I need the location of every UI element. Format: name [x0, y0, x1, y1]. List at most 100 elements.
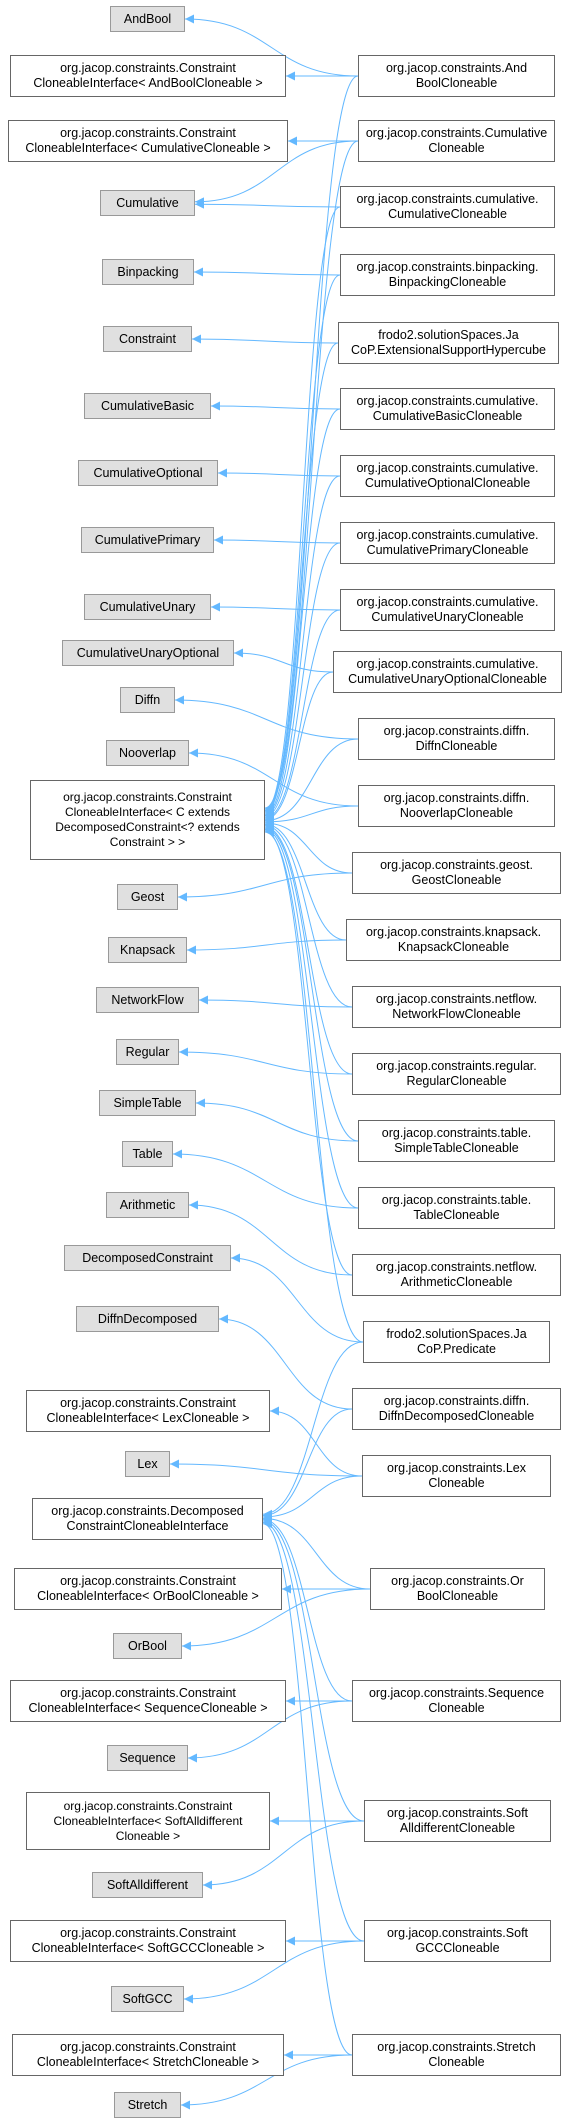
class-node-predicate[interactable]: frodo2.solutionSpaces.Ja CoP.Predicate: [363, 1321, 550, 1363]
class-node-label: org.jacop.constraints.Constraint Cloneab…: [28, 1686, 268, 1715]
class-node-cumulunaryc[interactable]: org.jacop.constraints.cumulative. Cumula…: [340, 589, 555, 631]
class-node-regular[interactable]: Regular: [116, 1039, 179, 1065]
class-node-sequence[interactable]: Sequence: [107, 1745, 188, 1771]
class-node-regularc[interactable]: org.jacop.constraints.regular. RegularCl…: [352, 1053, 561, 1095]
class-node-cumulative[interactable]: Cumulative: [100, 190, 195, 216]
class-node-netflowc[interactable]: org.jacop.constraints.netflow. NetworkFl…: [352, 986, 561, 1028]
class-node-ifsoftall[interactable]: org.jacop.constraints.Constraint Cloneab…: [26, 1792, 270, 1850]
class-node-cumuloptc[interactable]: org.jacop.constraints.cumulative. Cumula…: [340, 455, 555, 497]
class-node-orbool[interactable]: OrBool: [113, 1633, 182, 1659]
class-node-label: DiffnDecomposed: [97, 1311, 198, 1326]
class-node-diffndecompc[interactable]: org.jacop.constraints.diffn. DiffnDecomp…: [352, 1388, 561, 1430]
class-node-label: org.jacop.constraints.Or BoolCloneable: [391, 1574, 524, 1603]
class-node-iforbool[interactable]: org.jacop.constraints.Constraint Cloneab…: [14, 1568, 282, 1610]
class-node-ifsoftgcc[interactable]: org.jacop.constraints.Constraint Cloneab…: [10, 1920, 286, 1962]
class-node-cumulprim[interactable]: CumulativePrimary: [81, 527, 214, 553]
inheritance-edge: [181, 1588, 371, 1651]
class-node-label: org.jacop.constraints.Soft AlldifferentC…: [386, 1806, 529, 1835]
class-node-table[interactable]: Table: [122, 1141, 173, 1167]
class-node-geost[interactable]: Geost: [117, 884, 178, 910]
inheritance-edge: [169, 1459, 363, 1477]
inheritance-edge: [230, 1253, 364, 1343]
class-node-cumulc[interactable]: org.jacop.constraints.Cumulative Cloneab…: [358, 120, 555, 162]
class-node-simpletablec[interactable]: org.jacop.constraints.table. SimpleTable…: [358, 1120, 555, 1162]
class-node-label: Stretch: [127, 2097, 168, 2112]
class-node-ifandbool[interactable]: org.jacop.constraints.Constraint Cloneab…: [10, 55, 286, 97]
class-node-label: CumulativeUnaryOptional: [76, 645, 220, 660]
class-node-iflex[interactable]: org.jacop.constraints.Constraint Cloneab…: [26, 1390, 270, 1432]
class-node-networkflow[interactable]: NetworkFlow: [96, 987, 199, 1013]
class-node-label: CumulativeOptional: [93, 465, 203, 480]
class-node-softgcc[interactable]: SoftGCC: [111, 1986, 184, 2012]
class-node-tablec[interactable]: org.jacop.constraints.table. TableClonea…: [358, 1187, 555, 1229]
class-node-simpletable[interactable]: SimpleTable: [99, 1090, 196, 1116]
inheritance-edge: [262, 1515, 353, 1702]
inheritance-edge: [262, 1518, 365, 1942]
class-node-constraint[interactable]: Constraint: [103, 326, 192, 352]
class-node-diffn[interactable]: Diffn: [120, 687, 175, 713]
class-node-stretchc[interactable]: org.jacop.constraints.Stretch Cloneable: [352, 2034, 561, 2076]
inheritance-edge: [183, 1940, 365, 2004]
class-node-label: Cumulative: [116, 195, 179, 210]
class-node-label: OrBool: [128, 1638, 167, 1653]
class-node-label: NetworkFlow: [111, 992, 184, 1007]
class-node-label: org.jacop.constraints.cumulative. Cumula…: [356, 461, 539, 490]
class-node-decompcons[interactable]: DecomposedConstraint: [64, 1245, 231, 1271]
class-node-ifgeneric[interactable]: org.jacop.constraints.Constraint Cloneab…: [30, 780, 265, 860]
class-node-binpacking[interactable]: Binpacking: [102, 259, 194, 285]
class-node-cumulbasic[interactable]: CumulativeBasic: [84, 393, 211, 419]
inheritance-edge: [264, 825, 359, 1209]
inheritance-edge: [269, 1406, 363, 1477]
class-node-cumulcc[interactable]: org.jacop.constraints.cumulative. Cumula…: [340, 186, 555, 228]
class-node-andboolc[interactable]: org.jacop.constraints.And BoolCloneable: [358, 55, 555, 97]
class-node-nooverlap[interactable]: Nooverlap: [106, 740, 189, 766]
class-node-cumulbasicc[interactable]: org.jacop.constraints.cumulative. Cumula…: [340, 388, 555, 430]
class-node-ifseq[interactable]: org.jacop.constraints.Constraint Cloneab…: [10, 1680, 286, 1722]
class-node-cumulunopt[interactable]: CumulativeUnaryOptional: [62, 640, 234, 666]
class-node-ifstretch[interactable]: org.jacop.constraints.Constraint Cloneab…: [12, 2034, 284, 2076]
class-node-seqc[interactable]: org.jacop.constraints.Sequence Cloneable: [352, 1680, 561, 1722]
class-node-cumulunary[interactable]: CumulativeUnary: [84, 594, 211, 620]
inheritance-edge: [262, 1516, 365, 1822]
class-node-label: frodo2.solutionSpaces.Ja CoP.Extensional…: [350, 328, 547, 357]
class-node-andbool[interactable]: AndBool: [110, 6, 185, 32]
class-node-ifcumul[interactable]: org.jacop.constraints.Constraint Cloneab…: [8, 120, 288, 162]
class-node-cumulprimc[interactable]: org.jacop.constraints.cumulative. Cumula…: [340, 522, 555, 564]
inheritance-edge: [217, 468, 341, 478]
class-node-lex[interactable]: Lex: [125, 1451, 170, 1477]
class-node-exthyper[interactable]: frodo2.solutionSpaces.Ja CoP.Extensional…: [338, 322, 559, 364]
inheritance-edge: [264, 475, 341, 820]
class-node-label: Constraint: [119, 331, 176, 346]
inheritance-edge: [198, 995, 353, 1008]
class-node-diffnc[interactable]: org.jacop.constraints.diffn. DiffnClonea…: [358, 718, 555, 760]
class-node-label: Regular: [125, 1044, 170, 1059]
class-node-knapsack[interactable]: Knapsack: [108, 937, 187, 963]
class-node-knapsackc[interactable]: org.jacop.constraints.knapsack. Knapsack…: [346, 919, 561, 961]
class-node-label: org.jacop.constraints.cumulative. Cumula…: [356, 595, 539, 624]
class-node-orboolc[interactable]: org.jacop.constraints.Or BoolCloneable: [370, 1568, 545, 1610]
class-node-softall[interactable]: SoftAlldifferent: [92, 1872, 203, 1898]
class-node-label: org.jacop.constraints.Constraint Cloneab…: [33, 61, 263, 90]
class-node-geostc[interactable]: org.jacop.constraints.geost. GeostClonea…: [352, 852, 561, 894]
class-node-label: Lex: [137, 1456, 158, 1471]
inheritance-edge: [180, 2054, 353, 2110]
class-node-nooverlapc[interactable]: org.jacop.constraints.diffn. NooverlapCl…: [358, 785, 555, 827]
inheritance-edge: [262, 1475, 363, 1522]
class-node-diffndecomp[interactable]: DiffnDecomposed: [76, 1306, 219, 1332]
class-node-binpackc[interactable]: org.jacop.constraints.binpacking. Binpac…: [340, 254, 555, 296]
class-node-ifdecomp[interactable]: org.jacop.constraints.Decomposed Constra…: [32, 1498, 263, 1540]
inheritance-edge: [178, 1047, 353, 1075]
class-node-arithmetic[interactable]: Arithmetic: [106, 1192, 189, 1218]
class-node-softallc[interactable]: org.jacop.constraints.Soft AlldifferentC…: [364, 1800, 551, 1842]
class-node-cumulopt[interactable]: CumulativeOptional: [78, 460, 218, 486]
class-node-lexc[interactable]: org.jacop.constraints.Lex Cloneable: [362, 1455, 551, 1497]
class-node-label: frodo2.solutionSpaces.Ja CoP.Predicate: [386, 1327, 527, 1356]
inheritance-edge: [264, 822, 353, 1075]
class-node-cumulunoptc[interactable]: org.jacop.constraints.cumulative. Cumula…: [333, 651, 562, 693]
class-node-label: CumulativeUnary: [99, 599, 196, 614]
class-node-label: org.jacop.constraints.Decomposed Constra…: [51, 1504, 244, 1533]
class-node-arithc[interactable]: org.jacop.constraints.netflow. Arithmeti…: [352, 1254, 561, 1296]
class-node-softgccc[interactable]: org.jacop.constraints.Soft GCCCloneable: [364, 1920, 551, 1962]
class-node-stretch[interactable]: Stretch: [114, 2092, 181, 2118]
class-node-label: org.jacop.constraints.Constraint Cloneab…: [53, 1798, 243, 1843]
